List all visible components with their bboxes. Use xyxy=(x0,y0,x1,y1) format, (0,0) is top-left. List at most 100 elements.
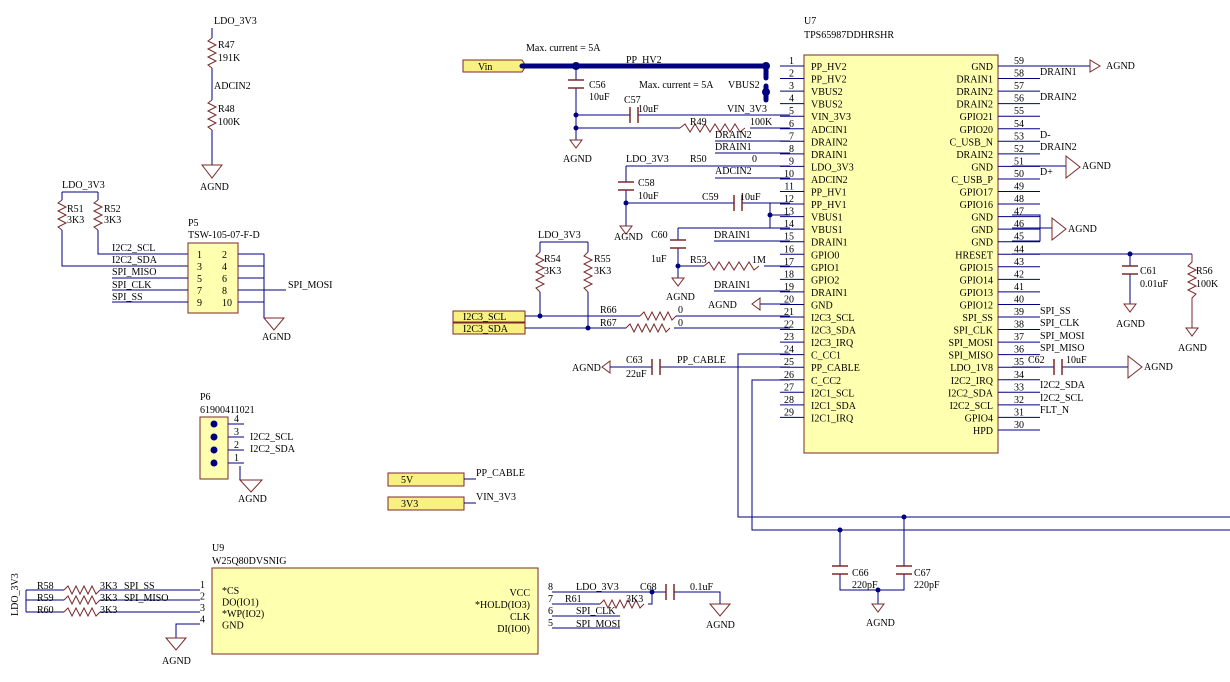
u7-pin-name: I2C2_SCL xyxy=(950,401,993,412)
svg-text:C66: C66 xyxy=(852,568,869,579)
r61-resistor[interactable] xyxy=(599,598,645,610)
i2c3-sda-port[interactable]: I2C3_SDA xyxy=(452,322,526,335)
svg-text:DRAIN1: DRAIN1 xyxy=(1040,67,1077,78)
r56-resistor[interactable] xyxy=(1186,254,1198,328)
svg-text:AGND: AGND xyxy=(162,656,191,667)
p5-pin-number: 6 xyxy=(222,274,227,285)
r53-resistor[interactable] xyxy=(703,261,760,271)
svg-text:0: 0 xyxy=(678,305,683,316)
u7-pin-number: 58 xyxy=(1014,69,1024,80)
agnd-symbol-c61: AGND xyxy=(1116,303,1145,330)
svg-text:TSW-105-07-F-D: TSW-105-07-F-D xyxy=(188,230,260,241)
pp-hv2-net-label: PP_HV2 xyxy=(626,55,662,66)
r54-resistor[interactable] xyxy=(534,251,546,293)
svg-text:R48: R48 xyxy=(218,104,235,115)
u9-pin-number: 7 xyxy=(548,594,553,605)
u9-pin-name: *CS xyxy=(222,586,239,597)
agnd-symbol-u9: AGND xyxy=(162,637,191,667)
svg-text:R55: R55 xyxy=(594,254,611,265)
u7-pin-name: PP_HV1 xyxy=(811,200,847,211)
vin-port[interactable]: Vin xyxy=(462,59,527,73)
c66-capacitor[interactable] xyxy=(832,565,848,575)
v5-port[interactable]: 5V xyxy=(387,472,465,487)
u7-pin-name: LDO_1V8 xyxy=(950,363,993,374)
i2c3-scl-port[interactable]: I2C3_SCL xyxy=(452,310,526,323)
u7-pin-name: GND xyxy=(971,238,993,249)
c68-capacitor[interactable] xyxy=(665,584,675,600)
svg-text:AGND: AGND xyxy=(866,618,895,629)
u7-pin-number: 35 xyxy=(1014,357,1024,368)
r49-resistor[interactable] xyxy=(679,123,746,133)
svg-text:R50: R50 xyxy=(690,154,707,165)
svg-text:AGND: AGND xyxy=(666,292,695,303)
svg-text:D-: D- xyxy=(1040,130,1051,141)
svg-text:C58: C58 xyxy=(638,178,655,189)
r48-resistor[interactable] xyxy=(206,99,218,131)
u7-pin-name: DRAIN2 xyxy=(956,87,993,98)
u7-pin-name: PP_HV2 xyxy=(811,75,847,86)
pp-hv2-bus xyxy=(519,63,769,81)
c59-capacitor[interactable] xyxy=(733,195,743,211)
c67-capacitor[interactable] xyxy=(896,565,912,575)
svg-text:C56: C56 xyxy=(589,80,606,91)
c58-capacitor[interactable] xyxy=(618,181,634,191)
svg-text:C57: C57 xyxy=(624,95,641,106)
svg-text:AGND: AGND xyxy=(563,154,592,165)
agnd-symbol-pin51: AGND xyxy=(1065,154,1111,180)
c61-capacitor[interactable] xyxy=(1122,265,1138,275)
svg-text:0: 0 xyxy=(678,318,683,329)
c63-capacitor[interactable] xyxy=(651,359,661,375)
u7-pin-number: 52 xyxy=(1014,144,1024,155)
svg-text:AGND: AGND xyxy=(706,620,735,631)
c62-capacitor[interactable] xyxy=(1053,359,1063,375)
svg-text:R53: R53 xyxy=(690,255,707,266)
svg-text:PP_CABLE: PP_CABLE xyxy=(476,468,525,479)
r59-resistor[interactable] xyxy=(63,594,101,606)
svg-text:100K: 100K xyxy=(1196,279,1219,290)
r58-resistor[interactable] xyxy=(63,584,101,596)
svg-text:R58: R58 xyxy=(37,581,54,592)
u7-pin-number: 8 xyxy=(789,144,794,155)
u9-ic[interactable]: U9 W25Q80DVSNIG 1*CS2DO(IO1)3*WP(IO2)4GN… xyxy=(200,543,553,655)
r67-resistor[interactable] xyxy=(625,322,671,334)
u7-pin-number: 1 xyxy=(789,56,794,67)
svg-text:SPI_SS: SPI_SS xyxy=(1040,306,1071,317)
u7-pin-number: 43 xyxy=(1014,257,1024,268)
p6-pin-contact xyxy=(210,433,218,441)
c60-capacitor[interactable] xyxy=(670,239,686,249)
u7-pin-number: 42 xyxy=(1014,269,1024,280)
junction-pphv2 xyxy=(762,62,770,70)
r52-resistor[interactable] xyxy=(92,199,104,231)
svg-text:3K3: 3K3 xyxy=(544,266,561,277)
svg-text:AGND: AGND xyxy=(1116,319,1145,330)
agnd-symbol-pin46: AGND xyxy=(1051,216,1097,242)
r47-resistor[interactable] xyxy=(206,37,218,69)
c57-capacitor[interactable] xyxy=(629,107,639,123)
u7-pin-number: 4 xyxy=(789,94,794,105)
r60-resistor[interactable] xyxy=(63,606,101,618)
r51-resistor[interactable] xyxy=(56,199,68,231)
r66-resistor[interactable] xyxy=(639,310,677,322)
u7-pin-number: 32 xyxy=(1014,395,1024,406)
svg-text:I2C2_SDA: I2C2_SDA xyxy=(250,444,296,455)
u9-pin-name: CLK xyxy=(510,612,531,623)
u7-pin-number: 37 xyxy=(1014,332,1024,343)
v3v3-port[interactable]: 3V3 xyxy=(387,496,465,511)
u7-pin-number: 48 xyxy=(1014,194,1024,205)
max-current-label-2: Max. current = 5A xyxy=(639,80,714,91)
c56-capacitor[interactable]: C56 10uF xyxy=(568,66,610,140)
svg-text:R47: R47 xyxy=(218,40,235,51)
r55-resistor[interactable] xyxy=(582,251,594,293)
max-current-label-1: Max. current = 5A xyxy=(526,43,601,54)
agnd-symbol-c63: AGND xyxy=(572,360,611,374)
u9-pin-number: 5 xyxy=(548,618,553,629)
agnd-symbol-gnd20: AGND xyxy=(708,297,790,311)
svg-text:3K3: 3K3 xyxy=(594,266,611,277)
svg-text:I2C3_SDA: I2C3_SDA xyxy=(463,324,509,335)
u7-ic[interactable]: U7 TPS65987DDHRSHR 1PP_HV22PP_HV23VBUS24… xyxy=(780,16,1040,454)
svg-text:3K3: 3K3 xyxy=(100,605,117,616)
svg-text:SPI_SS: SPI_SS xyxy=(124,581,155,592)
